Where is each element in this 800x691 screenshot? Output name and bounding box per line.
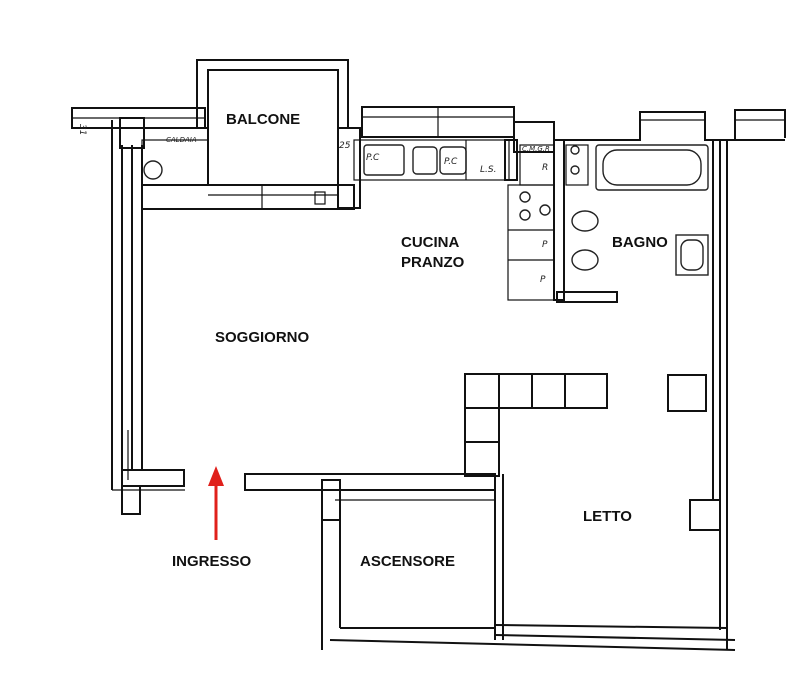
interior-walls — [244, 139, 709, 650]
room-label-ascensore: ASCENSORE — [360, 553, 455, 570]
washbasin-icon — [675, 234, 709, 276]
r-note: R — [542, 163, 548, 173]
dimension-25: 25 — [339, 141, 351, 151]
room-label-balcone: BALCONE — [226, 111, 300, 128]
room-label-bagno: BAGNO — [612, 234, 668, 251]
cmgr-note: C.M.G.R — [522, 145, 550, 153]
boiler-icon — [143, 160, 163, 180]
outer-walls — [71, 59, 786, 651]
room-label-soggiorno: SOGGIORNO — [215, 329, 310, 346]
p-note-2: P — [540, 275, 546, 285]
bathtub-icon — [595, 144, 709, 191]
caldaia-note: CALDAIA — [166, 136, 197, 144]
ls-note: L.S. — [480, 165, 496, 175]
room-label-pranzo: PRANZO — [401, 254, 465, 271]
dimension-left: 31 — [77, 124, 87, 135]
entrance-arrow-icon — [208, 466, 224, 540]
entrance-label: INGRESSO — [172, 553, 252, 570]
toilet-icon — [571, 210, 599, 232]
room-label-cucina: CUCINA — [401, 234, 459, 251]
pc-note-2: P.C — [444, 157, 458, 167]
p-note-1: P — [542, 240, 548, 250]
room-label-letto: LETTO — [583, 508, 632, 525]
pc-note-1: P.C — [366, 153, 380, 163]
bidet-icon — [571, 249, 599, 271]
